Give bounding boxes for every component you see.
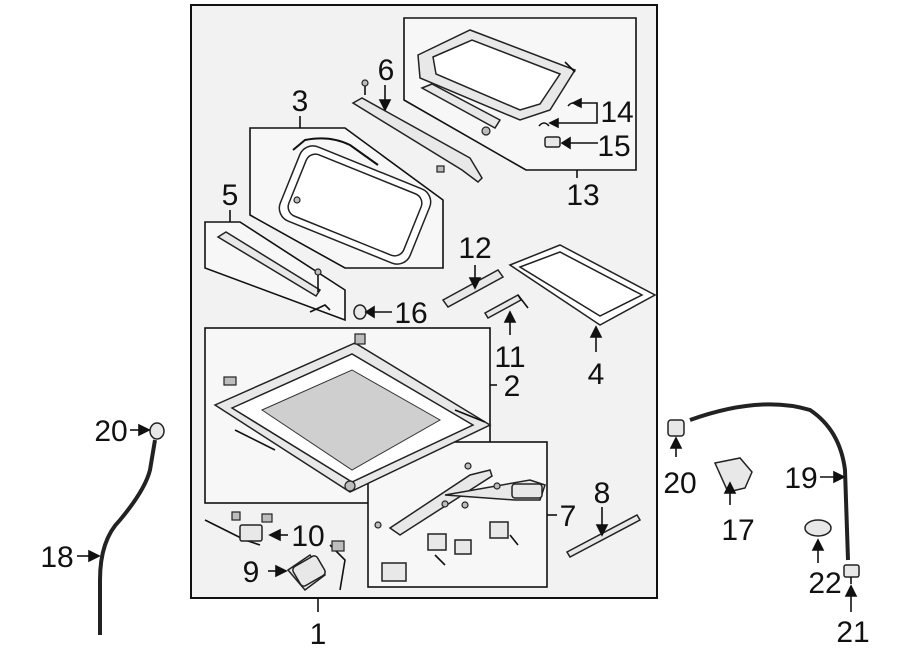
mechanism-parts-7 [374,462,546,582]
pad-part-15 [544,136,561,148]
drain-hose-part-19 [689,402,850,561]
bumper-part-16 [353,304,367,320]
callout-19: 19 [784,462,817,495]
grommet-part-20-left [149,422,165,440]
callout-17: 17 [721,514,754,547]
callout-7: 7 [560,500,577,533]
callout-21: 21 [836,616,869,649]
callout-15: 15 [597,130,630,163]
callout-1: 1 [310,618,327,651]
callout-16: 16 [394,297,427,330]
callout-12: 12 [458,232,491,265]
harness-part-10 [204,511,273,546]
callout-22: 22 [808,567,841,600]
sunshade-panel [417,29,577,136]
callout-11: 11 [494,341,525,374]
wind-deflector-part-5 [216,231,331,313]
guide-rail-part-6 [351,79,483,183]
callout-20-right: 20 [663,467,696,500]
frame-part-2 [213,333,492,493]
callout-3: 3 [292,85,309,118]
bracket-part-17 [713,457,753,493]
callout-13: 13 [566,179,599,212]
callout-18: 18 [40,541,73,574]
grommet-part-20-right [667,419,685,437]
callout-2: 2 [504,370,521,403]
bracket-part-11 [483,293,529,320]
callout-9: 9 [243,556,260,589]
callout-14: 14 [600,96,633,129]
callout-6: 6 [378,54,395,87]
callout-20-left: 20 [94,415,127,448]
callout-4: 4 [588,358,605,391]
glass-panel-part-3 [278,137,432,265]
drain-hose-part-18 [98,439,157,635]
motor-part-9 [286,540,346,592]
callout-5: 5 [222,179,239,212]
gasket-part-4 [508,244,657,326]
clip-part-21 [843,564,860,584]
callout-8: 8 [594,477,611,510]
drain-strip-part-8 [565,514,642,558]
callout-10: 10 [291,520,324,553]
plug-part-22 [804,519,832,537]
leader-lines [77,85,858,612]
